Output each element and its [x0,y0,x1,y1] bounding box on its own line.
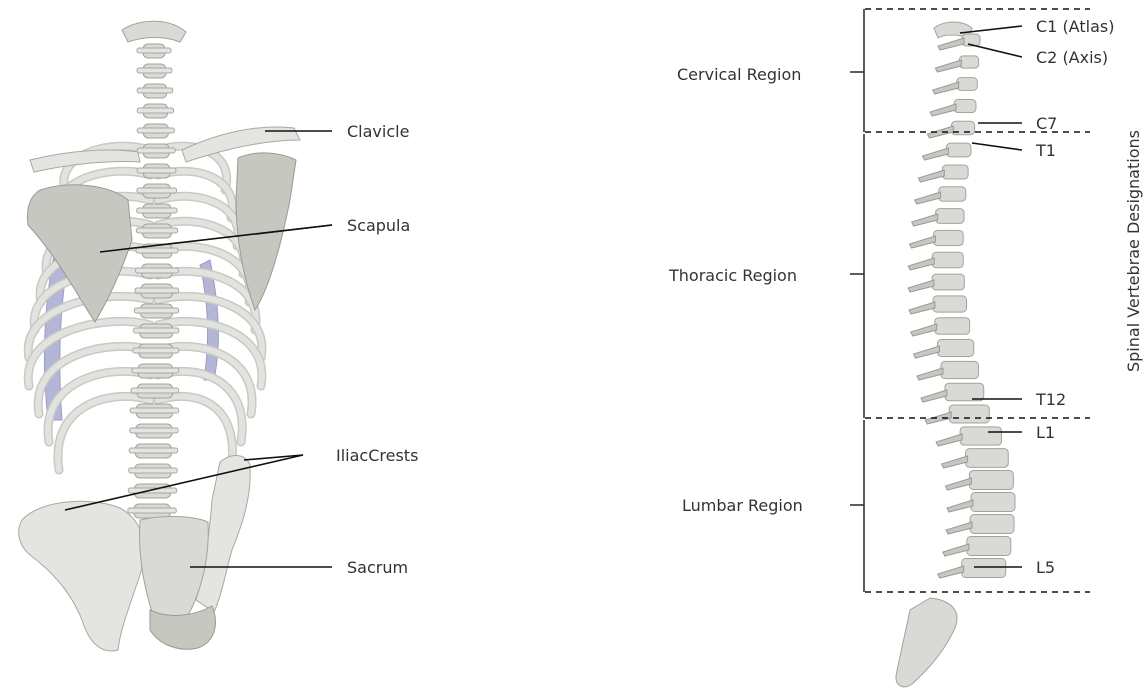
label-iliac-crests: IliacCrests [336,446,418,465]
lateral-spine [896,22,1015,687]
vertebra-process [130,408,178,413]
spinous-process [911,324,937,336]
label-clavicle: Clavicle [347,122,409,141]
left-labels: Clavicle Scapula IliacCrests Sacrum [336,122,418,577]
label-scapula: Scapula [347,216,410,235]
vertebra-process [135,288,179,293]
label-l1: L1 [1036,423,1055,442]
vertebral-body [939,187,966,201]
vertebral-body [962,559,1006,578]
spinous-process [912,214,938,226]
vertebra-process [137,128,174,133]
vertebra-process [137,208,177,213]
spinous-process [933,82,959,94]
spinous-process [909,302,935,314]
label-sacrum: Sacrum [347,558,408,577]
vertebra-process [134,328,179,333]
vertebra-process [133,348,179,353]
vertebra-process [130,428,178,433]
vertebral-body [967,537,1011,556]
label-t1: T1 [1035,141,1056,160]
vertebra-process [137,88,173,93]
label-c2: C2 (Axis) [1036,48,1108,67]
vertebral-body [933,230,963,245]
vertebral-body [937,340,973,357]
spinous-process [909,236,935,248]
vertebral-body [945,383,984,401]
spinous-process [915,192,941,204]
spinous-process [922,148,948,160]
vertebral-body [949,405,989,423]
spinous-process [946,522,972,534]
vertebra-process [132,368,179,373]
sacrum-coccyx [896,598,957,687]
side-title: Spinal Vertebrae Designations [1124,130,1143,372]
label-c7: C7 [1036,114,1057,133]
spinous-process [938,566,964,578]
vertebral-body [954,99,976,112]
label-l5: L5 [1036,558,1055,577]
vertebral-body [941,361,979,378]
vertebra-process [136,228,177,233]
spinous-process [947,500,973,512]
vertebra-process [135,268,178,273]
vertebral-body [932,252,963,268]
spinous-process [943,544,969,556]
vertebra-process [137,168,176,173]
region-brackets [850,9,864,592]
vertebral-body [936,209,964,224]
vertebral-body [933,296,967,312]
right-labels: C1 (Atlas) C2 (Axis) C7 T1 T12 L1 L5 Cer… [668,17,1143,577]
vertebra-process [129,448,177,453]
spinous-process [917,368,943,380]
vertebra-process [137,188,177,193]
vertebra-process [137,48,171,53]
spinous-process [930,104,956,116]
label-cervical-region: Cervical Region [677,65,801,84]
spinous-process [908,280,934,292]
spinous-process [942,456,968,468]
spinous-process [936,434,962,446]
vertebra-process [128,508,176,513]
vertebral-body [960,427,1001,445]
spinous-process [918,170,944,182]
vertebral-body [942,165,968,179]
vertebral-body [946,143,971,157]
left-ilium [19,501,145,651]
vertebra-process [137,148,175,153]
torso-skeleton [19,21,300,651]
vertebral-body [957,78,978,91]
spinous-process [938,38,964,50]
spinous-process [921,390,947,402]
vertebral-body [969,471,1013,490]
label-c1: C1 (Atlas) [1036,17,1114,36]
spinous-process [908,258,934,270]
label-thoracic-region: Thoracic Region [668,266,797,285]
spinous-process [913,346,939,358]
vertebral-body [932,274,964,290]
vertebral-body [935,318,970,335]
label-lumbar-region: Lumbar Region [682,496,803,515]
label-t12: T12 [1035,390,1066,409]
vertebral-body [970,515,1014,534]
spinous-process [935,60,961,72]
vertebra-process [129,468,177,473]
vertebral-body [971,493,1015,512]
vertebral-body [966,449,1009,468]
vertebra-process [137,108,173,113]
skull-base [122,21,186,42]
vertebra-process [131,388,179,393]
vertebra-process [136,248,178,253]
spinous-process [945,478,971,490]
vertebra-process [134,308,178,313]
vertebral-body [959,56,978,68]
vertebra-process [137,68,172,73]
